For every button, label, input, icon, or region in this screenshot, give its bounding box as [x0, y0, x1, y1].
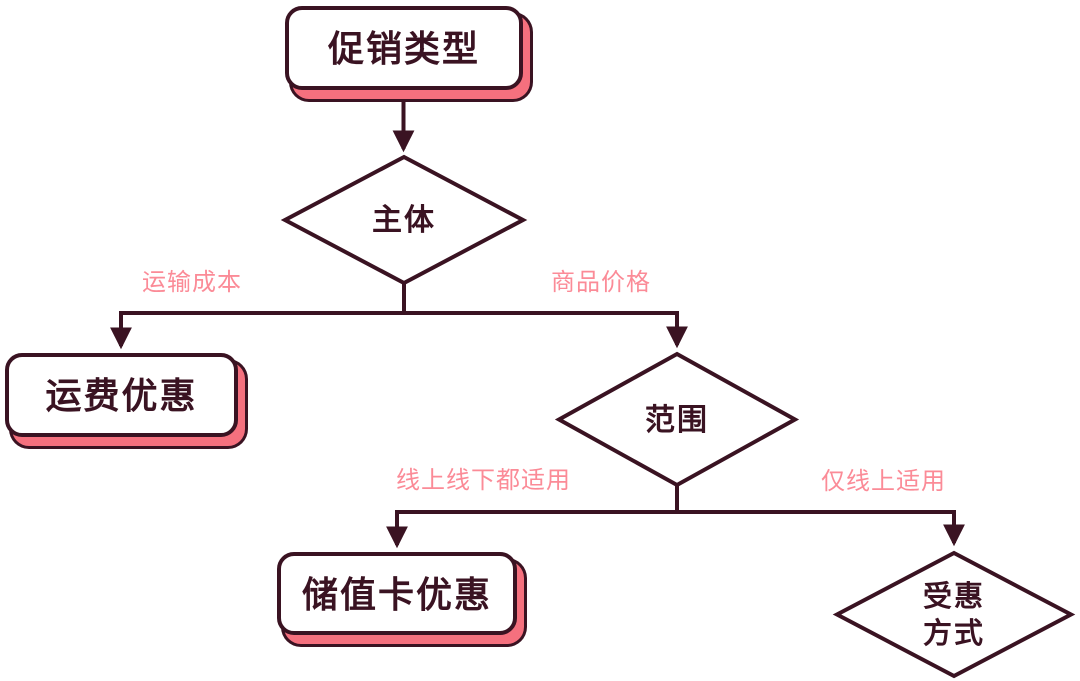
diamond-shape — [832, 550, 1076, 679]
node-promo-type-label: 促销类型 — [327, 28, 480, 69]
diamond-shape — [554, 351, 800, 488]
node-promo-type: 促销类型 — [285, 6, 523, 90]
node-scope-label: 范围 — [645, 403, 709, 437]
node-benefit-method: 受惠 方式 — [832, 550, 1076, 679]
connector-scope-to-benefit-method — [677, 510, 965, 547]
connector-scope-to-stored-value-discount — [386, 486, 679, 549]
edge-label-product-price: 商品价格 — [551, 269, 651, 296]
connector-subject-to-scope — [404, 311, 688, 349]
node-subject: 主体 — [280, 154, 528, 286]
node-scope: 范围 — [554, 351, 800, 488]
edge-label-online-only: 仅线上适用 — [821, 468, 946, 495]
node-subject-label: 主体 — [372, 204, 436, 238]
node-stored-value-discount-label: 储值卡优惠 — [301, 573, 492, 615]
edge-label-online-and-offline: 线上线下都适用 — [396, 467, 571, 494]
node-benefit-method-label: 受惠 方式 — [922, 581, 985, 650]
edge-label-transport-cost: 运输成本 — [142, 269, 242, 296]
scope-diamond-shape-svg — [554, 351, 800, 488]
node-stored-value-discount: 储值卡优惠 — [277, 552, 517, 635]
node-shipping-discount-label: 运费优惠 — [45, 375, 198, 416]
diamond-shape — [280, 154, 528, 286]
connector-subject-to-shipping-discount — [110, 284, 406, 350]
benefit-diamond-shape-svg — [832, 550, 1076, 679]
subject-diamond-shape-svg — [280, 154, 528, 286]
node-shipping-discount: 运费优惠 — [5, 353, 238, 437]
